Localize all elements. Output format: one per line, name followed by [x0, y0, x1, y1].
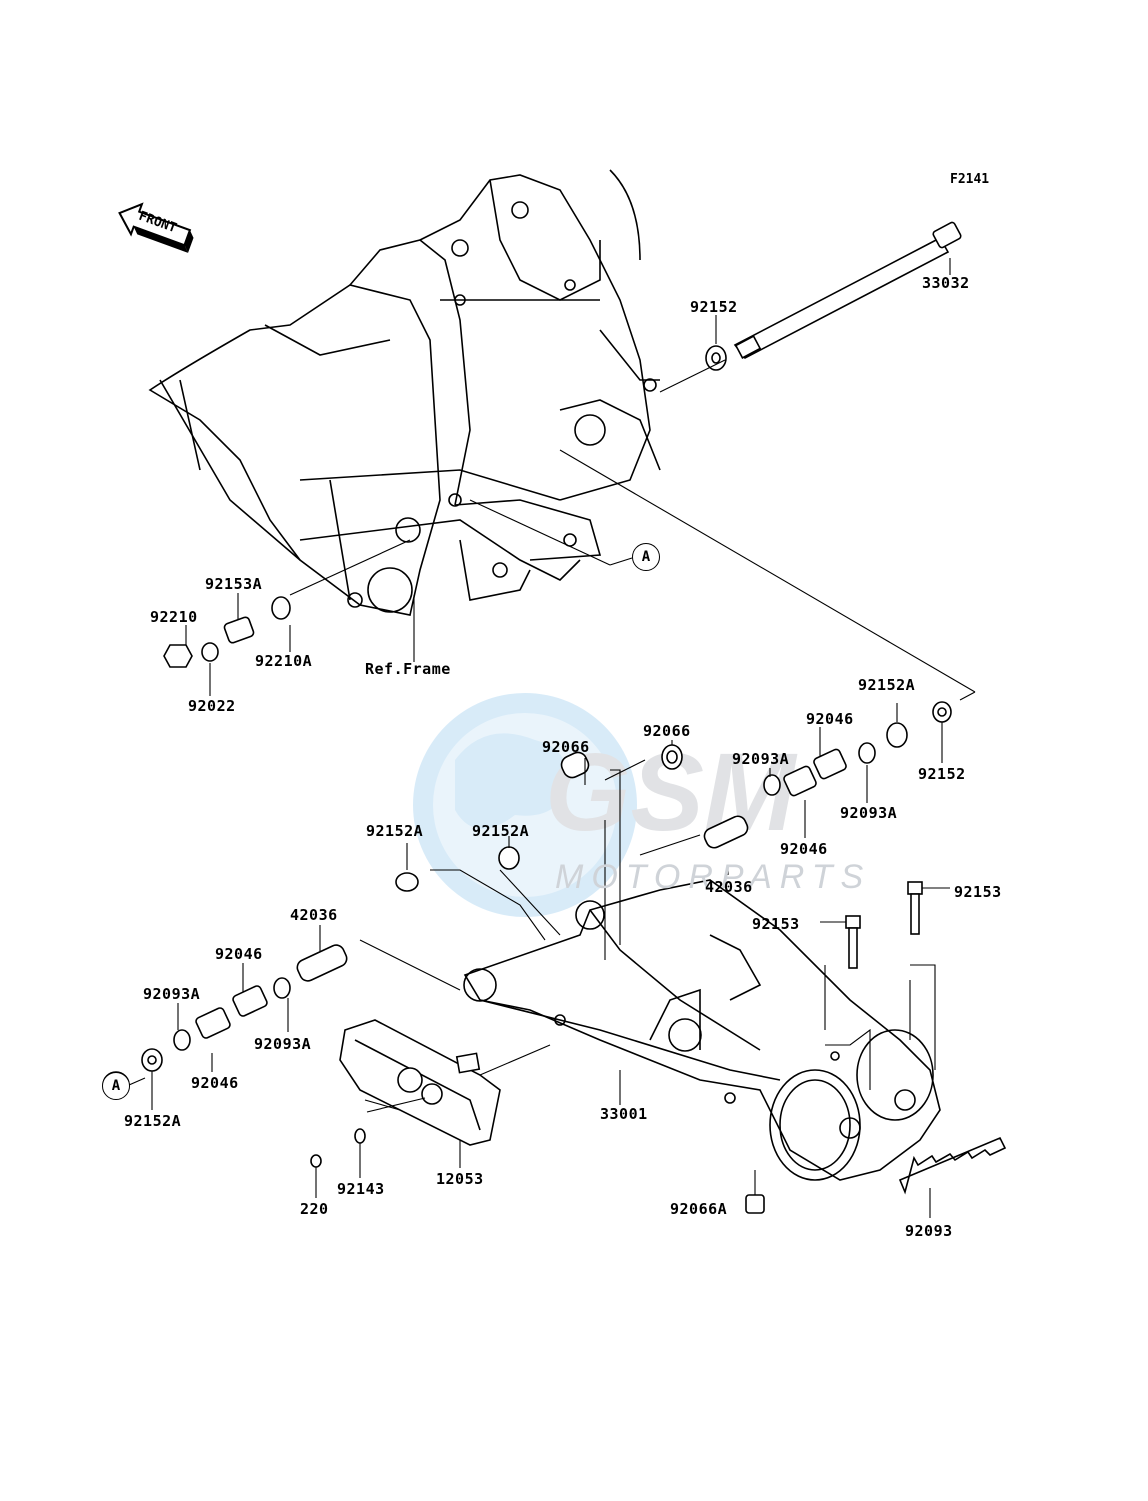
part-label-92152A[interactable]: 92152A [366, 822, 424, 840]
part-label-92210A[interactable]: 92210A [255, 652, 313, 670]
part-label-92022[interactable]: 92022 [188, 697, 236, 715]
watermark-text: MOTORPARTS [555, 858, 872, 896]
part-label-92152[interactable]: 92152 [918, 765, 966, 783]
swingarm-drawing [463, 879, 941, 1181]
part-label-92152A[interactable]: 92152A [124, 1112, 182, 1130]
part-label-92093A[interactable]: 92093A [143, 985, 201, 1003]
part-label-92153A[interactable]: 92153A [205, 575, 263, 593]
part-label-12053[interactable]: 12053 [436, 1170, 484, 1188]
chain-slider-drawing [898, 1136, 1007, 1195]
frame-drawing [148, 169, 661, 616]
part-label-92046[interactable]: 92046 [215, 945, 263, 963]
ref-marker-a-lower: A [102, 1072, 130, 1100]
part-label-92046[interactable]: 92046 [806, 710, 854, 728]
pivot-shaft-drawing [733, 221, 962, 360]
part-label-92143[interactable]: 92143 [337, 1180, 385, 1198]
part-label-92210[interactable]: 92210 [150, 608, 198, 626]
part-label-92066[interactable]: 92066 [542, 738, 590, 756]
small-parts-drawing [102, 345, 952, 1214]
part-label-92153[interactable]: 92153 [752, 915, 800, 933]
ref-frame-label: Ref.Frame [365, 660, 451, 678]
chain-guard-drawing [339, 1019, 501, 1146]
ref-marker-a-upper: A [632, 543, 660, 571]
part-label-92153[interactable]: 92153 [954, 883, 1002, 901]
part-label-220[interactable]: 220 [300, 1200, 329, 1218]
part-label-42036[interactable]: 42036 [705, 878, 753, 896]
front-arrow-icon [118, 202, 194, 253]
part-label-33001[interactable]: 33001 [600, 1105, 648, 1123]
part-label-92066A[interactable]: 92066A [670, 1200, 728, 1218]
part-label-33032[interactable]: 33032 [922, 274, 970, 292]
part-label-92152[interactable]: 92152 [690, 298, 738, 316]
part-label-92152A[interactable]: 92152A [858, 676, 916, 694]
part-label-92066[interactable]: 92066 [643, 722, 691, 740]
part-label-92093A[interactable]: 92093A [732, 750, 790, 768]
part-label-92093A[interactable]: 92093A [254, 1035, 312, 1053]
part-label-92093A[interactable]: 92093A [840, 804, 898, 822]
part-label-42036[interactable]: 42036 [290, 906, 338, 924]
part-label-92152A[interactable]: 92152A [472, 822, 530, 840]
leader-lines [128, 258, 976, 1218]
diagram-code: F2141 [950, 172, 990, 187]
part-label-92046[interactable]: 92046 [780, 840, 828, 858]
part-label-92093[interactable]: 92093 [905, 1222, 953, 1240]
part-label-92046[interactable]: 92046 [191, 1074, 239, 1092]
